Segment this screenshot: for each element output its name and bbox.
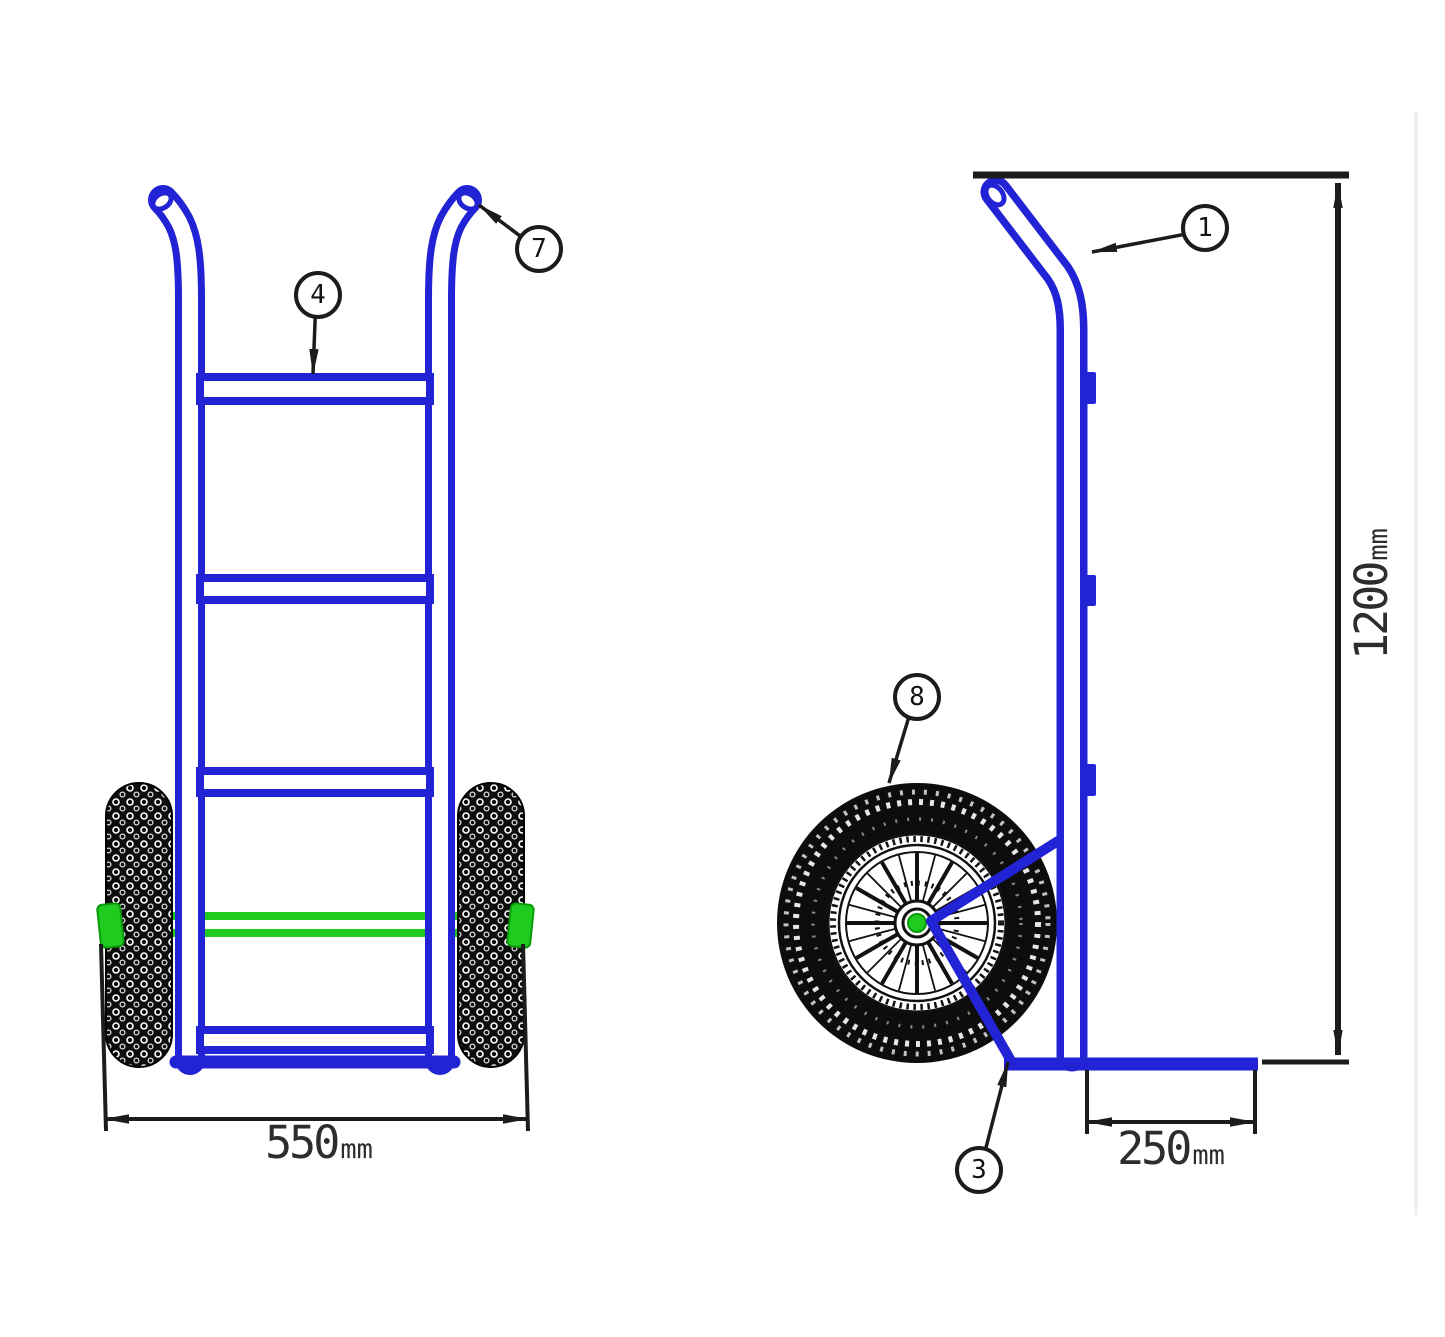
callout-frame-upright: 1	[1181, 204, 1229, 252]
crossbar-3	[196, 767, 434, 797]
dimension-unit: mm	[1192, 1140, 1225, 1171]
callout-label: 8	[909, 682, 925, 712]
callout-wheel: 8	[893, 673, 941, 721]
crossbar-1	[196, 373, 434, 405]
front-wheels	[96, 782, 535, 1068]
dimension-lines	[99, 171, 1349, 1134]
side-grip-tube-opening	[983, 182, 1007, 208]
callout-toe-plate: 3	[955, 1146, 1003, 1194]
ext-line-550-left	[99, 943, 108, 1132]
dimension-value: 1200	[1345, 563, 1398, 660]
side-wheel-hub	[907, 913, 927, 933]
dimension-unit: mm	[1363, 528, 1394, 561]
wheel-bracket	[926, 836, 1063, 1064]
side-view	[777, 176, 1258, 1072]
crossbar-2	[196, 574, 434, 604]
callout-label: 7	[531, 234, 547, 264]
crossbar-4	[196, 1026, 434, 1054]
side-frame-upright	[980, 176, 1096, 1072]
left-axle-cap	[96, 902, 125, 949]
callout-crossbar: 4	[294, 271, 342, 319]
right-grip-tube-opening	[456, 190, 480, 212]
callout-label: 1	[1197, 213, 1213, 243]
dimension-unit: mm	[340, 1134, 373, 1165]
ext-line-550-right	[521, 943, 530, 1132]
crossbar-end-tab-2	[1085, 575, 1096, 606]
dimension-value: 250	[1117, 1122, 1192, 1175]
right-axle-cap	[506, 902, 535, 949]
front-frame-rails	[148, 185, 482, 1075]
left-grip-tube-opening	[150, 190, 174, 212]
front-crossbars	[169, 373, 461, 1069]
crossbar-end-tab-1	[1085, 372, 1096, 404]
side-wheel	[777, 783, 1057, 1063]
crossbar-end-tab-3	[1085, 764, 1096, 796]
callout-label: 4	[310, 280, 326, 310]
dimension-value: 550	[265, 1116, 340, 1169]
front-view	[96, 185, 535, 1075]
callout-hand-grip: 7	[515, 225, 563, 273]
callout-label: 3	[971, 1155, 987, 1185]
